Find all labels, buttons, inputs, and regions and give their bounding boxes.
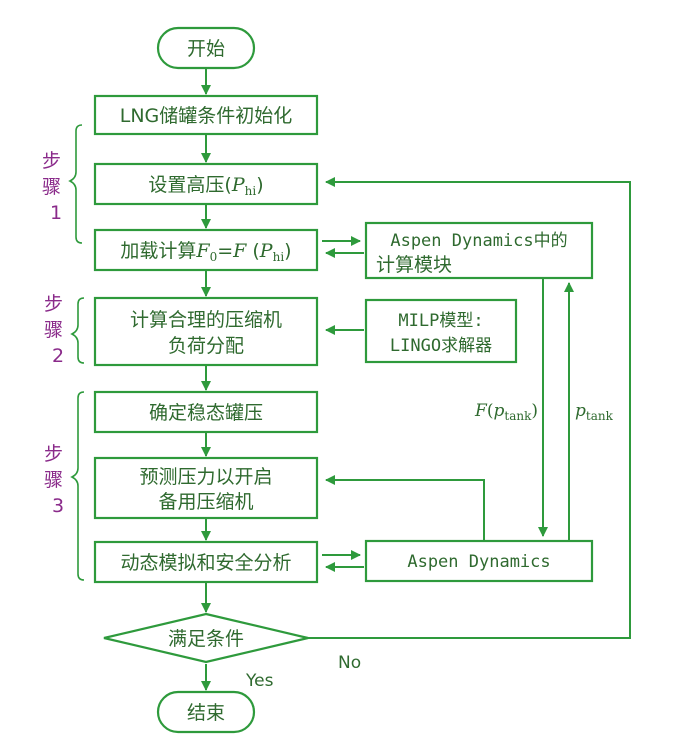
aspen-dynamics-node: Aspen Dynamics: [364, 539, 594, 583]
step-3-char-3: 3: [52, 495, 64, 517]
step-2-char-3: 2: [52, 345, 64, 367]
load-calc-node: 加载计算F0=F (Phi): [93, 228, 319, 272]
set-high-label: 设置高压(Phi): [148, 174, 263, 198]
dynamic-label: 动态模拟和安全分析: [120, 552, 291, 574]
steady-pressure-node: 确定稳态罐压: [93, 390, 319, 434]
step-2-char-1: 步: [44, 293, 63, 315]
step-1-brace: 步 骤 1: [42, 124, 83, 244]
no-label: No: [338, 653, 361, 673]
set-high-pressure-node: 设置高压(Phi): [93, 162, 319, 206]
predict-line1: 预测压力以开启: [139, 466, 272, 488]
load-calc-label: 加载计算F0=F (Phi): [120, 240, 291, 264]
aspen-dynamics-label: Aspen Dynamics: [407, 552, 550, 572]
connectors: [201, 68, 631, 691]
predict-pressure-node: 预测压力以开启 备用压缩机: [93, 456, 319, 520]
end-node: 结束: [156, 690, 256, 734]
condition-decision-node: 满足条件: [103, 612, 309, 664]
start-node: 开始: [156, 26, 256, 70]
step-1-char-3: 1: [50, 202, 62, 224]
step-1-char-1: 步: [42, 150, 61, 172]
aspen-calc-module-line2: 计算模块: [376, 254, 452, 276]
milp-line2: LINGO求解器: [390, 336, 492, 356]
step-3-char-2: 骤: [44, 469, 63, 491]
step-3-char-1: 步: [44, 443, 63, 465]
step-2-brace: 步 骤 2: [44, 293, 85, 367]
end-label: 结束: [187, 702, 225, 724]
aspen-calc-module-node: Aspen Dynamics中的 计算模块: [364, 221, 594, 280]
dynamic-simulation-node: 动态模拟和安全分析: [93, 540, 319, 584]
compressor-allocation-node: 计算合理的压缩机 负荷分配: [93, 296, 319, 367]
condition-label: 满足条件: [168, 628, 244, 650]
alloc-line2: 负荷分配: [168, 335, 244, 357]
steady-label: 确定稳态罐压: [149, 402, 263, 424]
arrow-aspen2-to-predict: [325, 475, 485, 541]
yes-label: Yes: [245, 671, 274, 691]
f-ptank-label: F(ptank): [474, 401, 538, 423]
init-label: LNG储罐条件初始化: [120, 105, 293, 127]
ptank-label: ptank: [575, 401, 614, 423]
alloc-line1: 计算合理的压缩机: [130, 309, 282, 331]
arrow-no-loop: [308, 177, 631, 639]
start-label: 开始: [187, 38, 225, 60]
step-3-brace: 步 骤 3: [44, 391, 85, 581]
predict-line2: 备用压缩机: [158, 491, 253, 513]
step-2-char-2: 骤: [44, 319, 63, 341]
milp-node: MILP模型: LINGO求解器: [364, 298, 518, 364]
aspen-calc-module-line1: Aspen Dynamics中的: [390, 231, 567, 251]
init-node: LNG储罐条件初始化: [93, 94, 319, 136]
milp-line1: MILP模型:: [398, 311, 483, 331]
step-1-char-2: 骤: [42, 176, 61, 198]
